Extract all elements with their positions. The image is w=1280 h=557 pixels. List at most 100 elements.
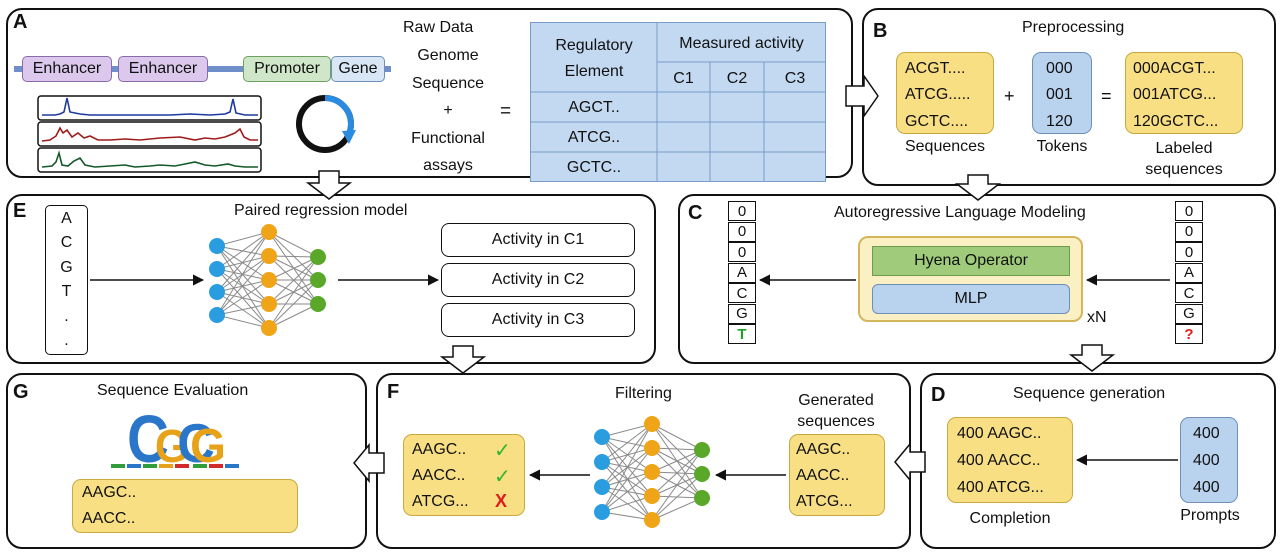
fail-x-icon: X — [495, 491, 508, 511]
token-2: 001 — [1046, 86, 1073, 103]
nn-e-node-l2-2 — [261, 248, 277, 264]
block-arrow-d-to-f — [894, 441, 926, 483]
evaluated-sequences-box — [72, 479, 298, 533]
equals-sign-a: = — [500, 101, 512, 122]
sequence-1: ACGT.... — [905, 60, 966, 77]
gene-element: Gene — [331, 56, 385, 82]
nn-e-connection — [268, 231, 319, 258]
output-token-3: 0 — [728, 242, 756, 262]
logo-minor-base-7 — [209, 464, 223, 468]
base-1: A — [61, 210, 72, 227]
filtered-sequences-box — [403, 434, 525, 516]
block-arrow-e-to-f — [439, 345, 487, 374]
nn-e-node-l2-4 — [261, 296, 277, 312]
nn-f-node-l3-1 — [694, 442, 710, 458]
completion-3: 400 ATCG... — [957, 479, 1044, 496]
nn-f-connection — [601, 423, 653, 463]
nn-e-node-l2-5 — [261, 320, 277, 336]
base-3: G — [60, 258, 73, 276]
plus-sign-b: + — [1004, 86, 1015, 106]
input-token-3: 0 — [1175, 242, 1203, 262]
nn-e-node-l3-1 — [310, 249, 326, 265]
nn-f-connection — [651, 447, 703, 451]
nn-f-node-l2-2 — [644, 440, 660, 456]
nn-f-connection — [651, 449, 703, 473]
output-token-1: 0 — [728, 201, 756, 221]
caption-sequences-2: sequences — [1145, 161, 1223, 178]
nn-e-connection — [268, 256, 319, 329]
generated-title: Generated — [798, 392, 874, 409]
logo-minor-base-6 — [193, 464, 207, 468]
nn-f-node-l1-3 — [594, 479, 610, 495]
panel-d-title: Sequence generation — [1013, 385, 1166, 402]
nn-e-connection — [268, 255, 319, 258]
logo-minor-base-1 — [111, 464, 125, 468]
panel-label-b: B — [873, 20, 888, 42]
logo-minor-base-8 — [225, 464, 239, 468]
nn-f-connection — [651, 497, 703, 521]
generated-seq-3: ATCG... — [796, 493, 853, 510]
plasmid-arrowhead — [342, 130, 356, 144]
table-row-1: AGCT.. — [568, 99, 620, 116]
panel-label-g: G — [13, 381, 29, 403]
pass-check-icon-2: ✓ — [494, 466, 511, 488]
nn-f-connection — [601, 423, 653, 513]
nn-e-connection — [216, 231, 270, 247]
enhancer-element-2: Enhancer — [118, 56, 208, 82]
completion-box — [947, 417, 1073, 503]
labeled-1: 000ACGT... — [1133, 60, 1216, 77]
filtered-seq-1: AAGC.. — [412, 441, 467, 458]
sequences-box — [896, 52, 994, 134]
table-row-2: ATCG.. — [567, 129, 621, 146]
generated-seq-2: AACC.. — [796, 467, 850, 484]
signal-track-3 — [41, 150, 258, 168]
evaluated-seq-1: AAGC.. — [82, 484, 137, 501]
nn-f-connection — [601, 447, 653, 513]
block-arrow-c-to-d — [1068, 344, 1116, 372]
nn-f-node-l1-2 — [594, 454, 610, 470]
text-sequence: Sequence — [411, 74, 485, 92]
evaluated-seq-2: AACC.. — [82, 510, 136, 527]
mlp-layer: MLP — [872, 284, 1070, 314]
nn-e-connection — [216, 231, 270, 293]
hyena-operator-layer: Hyena Operator — [872, 246, 1070, 276]
input-sequence: A C G T . . — [45, 210, 88, 350]
nn-e-connection — [216, 303, 270, 316]
repeat-label: xN — [1087, 309, 1107, 326]
labeled-2: 001ATCG... — [1133, 86, 1217, 103]
nn-f-connection — [601, 423, 653, 488]
logo-minor-base-2 — [127, 464, 141, 468]
filtered-seq-2: AACC.. — [412, 467, 466, 484]
activity-c2-box: Activity in C2 — [441, 263, 635, 297]
panel-label-d: D — [931, 384, 946, 406]
caption-labeled: Labeled — [1155, 140, 1213, 157]
prompt-2: 400 — [1193, 452, 1220, 469]
nn-e-node-l1-3 — [209, 284, 225, 300]
block-arrow-b-to-c — [954, 174, 1002, 201]
output-token-5: C — [728, 283, 756, 303]
panel-label-f: F — [387, 381, 400, 403]
input-token-2: 0 — [1175, 221, 1203, 242]
signal-track-1 — [42, 97, 258, 116]
nn-f-node-l3-3 — [694, 490, 710, 506]
nn-f-connection — [651, 473, 703, 521]
completion-1: 400 AAGC.. — [957, 425, 1042, 442]
input-token-7: ? — [1175, 324, 1203, 344]
nn-f-node-l2-3 — [644, 464, 660, 480]
text-genome: Genome — [417, 47, 479, 64]
panel-f-title: Filtering — [615, 385, 672, 402]
base-5: . — [64, 307, 69, 325]
table-header-measured-activity: Measured activity — [679, 35, 804, 52]
nn-e-connection — [216, 255, 270, 316]
nn-f-connection — [651, 423, 703, 451]
caption-prompts: Prompts — [1180, 507, 1240, 524]
table-header-regulatory: Regulatory — [555, 37, 633, 54]
filtered-seq-3: ATCG... — [412, 493, 469, 510]
logo-minor-base-5 — [175, 464, 189, 468]
nn-f-connection — [601, 495, 653, 513]
nn-f-connection — [601, 471, 653, 513]
